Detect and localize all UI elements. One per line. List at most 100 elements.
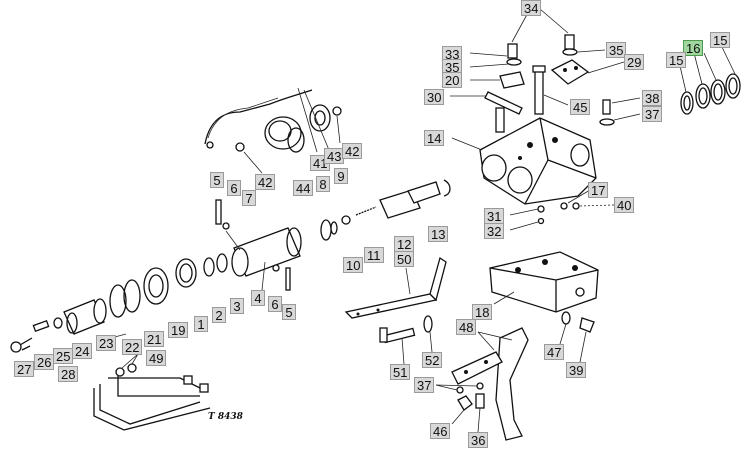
spool-12 [379, 189, 421, 219]
tube-49b [117, 374, 200, 397]
bolt-36 [475, 393, 485, 409]
ring-8 [320, 219, 332, 241]
callout-15: 15 [710, 32, 731, 48]
callout-39: 39 [566, 362, 587, 378]
lever-arm-48 [495, 327, 529, 441]
piston-44 [264, 116, 302, 150]
callout-6: 6 [227, 180, 241, 196]
ring-15b [725, 73, 741, 99]
callout-4: 4 [251, 290, 265, 306]
callout-2: 2 [212, 307, 226, 323]
callout-17: 17 [588, 182, 609, 198]
callout-52: 52 [422, 352, 443, 368]
washer-37 [599, 118, 615, 126]
snap-ring-22 [109, 284, 127, 318]
callout-13: 13 [428, 226, 449, 242]
ring-13 [443, 179, 451, 197]
block-29 [550, 59, 590, 85]
callout-25: 25 [53, 348, 74, 364]
tube-49a [108, 377, 201, 389]
callout-8: 8 [316, 176, 330, 192]
callout-34: 34 [521, 0, 542, 16]
ring-43 [309, 104, 331, 132]
callout-35: 35 [442, 59, 463, 75]
fitting-39 [579, 317, 595, 333]
callout-40: 40 [614, 197, 635, 213]
callout-12: 12 [394, 236, 415, 252]
bolt-51 [382, 327, 416, 344]
spring-11 [355, 206, 377, 216]
callout-9: 9 [334, 168, 348, 184]
plate-20 [499, 71, 525, 89]
callout-45: 45 [570, 99, 591, 115]
callout-36: 36 [468, 432, 489, 448]
seal-42 [235, 142, 245, 152]
callout-32: 32 [484, 223, 505, 239]
washer-2 [203, 257, 215, 277]
ring-16b [710, 79, 726, 105]
bracket-50 [344, 293, 438, 319]
callout-46: 46 [430, 423, 451, 439]
callout-23: 23 [96, 335, 117, 351]
callout-3: 3 [230, 298, 244, 314]
callout-10: 10 [343, 257, 364, 273]
callout-21: 21 [144, 331, 165, 347]
callout-48: 48 [456, 319, 477, 335]
pin-5 [215, 199, 222, 225]
bushing-47 [561, 311, 571, 325]
ball-31 [537, 205, 545, 213]
callout-27: 27 [14, 361, 35, 377]
callout-26: 26 [34, 354, 55, 370]
pin-26 [32, 319, 50, 333]
callout-42: 42 [255, 174, 276, 190]
callout-37: 37 [414, 377, 435, 393]
callout-30: 30 [424, 89, 445, 105]
callout-42: 42 [342, 143, 363, 159]
callout-5: 5 [282, 304, 296, 320]
callout-6: 6 [268, 296, 282, 312]
callout-28: 28 [58, 366, 79, 382]
plug-17 [560, 202, 568, 210]
callout-37: 37 [642, 106, 663, 122]
callout-20: 20 [442, 72, 463, 88]
plug-42 [332, 106, 342, 116]
callout-29: 29 [624, 54, 645, 70]
callout-24: 24 [72, 343, 93, 359]
ring-16a [695, 83, 711, 109]
washer-52 [423, 315, 433, 333]
bolt-45 [534, 69, 544, 115]
callout-49: 49 [146, 350, 167, 366]
callout-31: 31 [484, 208, 505, 224]
callout-1: 1 [194, 316, 208, 332]
callout-16: 16 [683, 40, 704, 56]
callout-7: 7 [242, 190, 256, 206]
callout-50: 50 [394, 251, 415, 267]
ring-3 [216, 253, 228, 273]
callout-5: 5 [210, 172, 224, 188]
callout-33: 33 [442, 46, 463, 62]
callout-35: 35 [606, 42, 627, 58]
piston-19 [143, 267, 169, 305]
spring-32 [537, 217, 545, 225]
bolt-34-right [564, 34, 575, 50]
ring-15 [680, 91, 694, 115]
callout-18: 18 [472, 304, 493, 320]
cap-27 [10, 341, 22, 353]
base-plate-18 [489, 251, 599, 313]
spring-10 [341, 215, 351, 225]
callout-22: 22 [122, 339, 143, 355]
bolt-38 [602, 99, 611, 115]
callout-38: 38 [642, 90, 663, 106]
callout-44: 44 [293, 180, 314, 196]
snap-ring-21 [123, 279, 141, 313]
nut-46 [457, 395, 473, 411]
callout-11: 11 [364, 247, 384, 263]
screw-40 [572, 202, 580, 210]
callout-51: 51 [390, 364, 411, 380]
drawing-reference: T 8438 [208, 412, 243, 422]
callout-19: 19 [168, 322, 189, 338]
callout-15: 15 [666, 52, 687, 68]
sleeve-1 [175, 258, 197, 288]
